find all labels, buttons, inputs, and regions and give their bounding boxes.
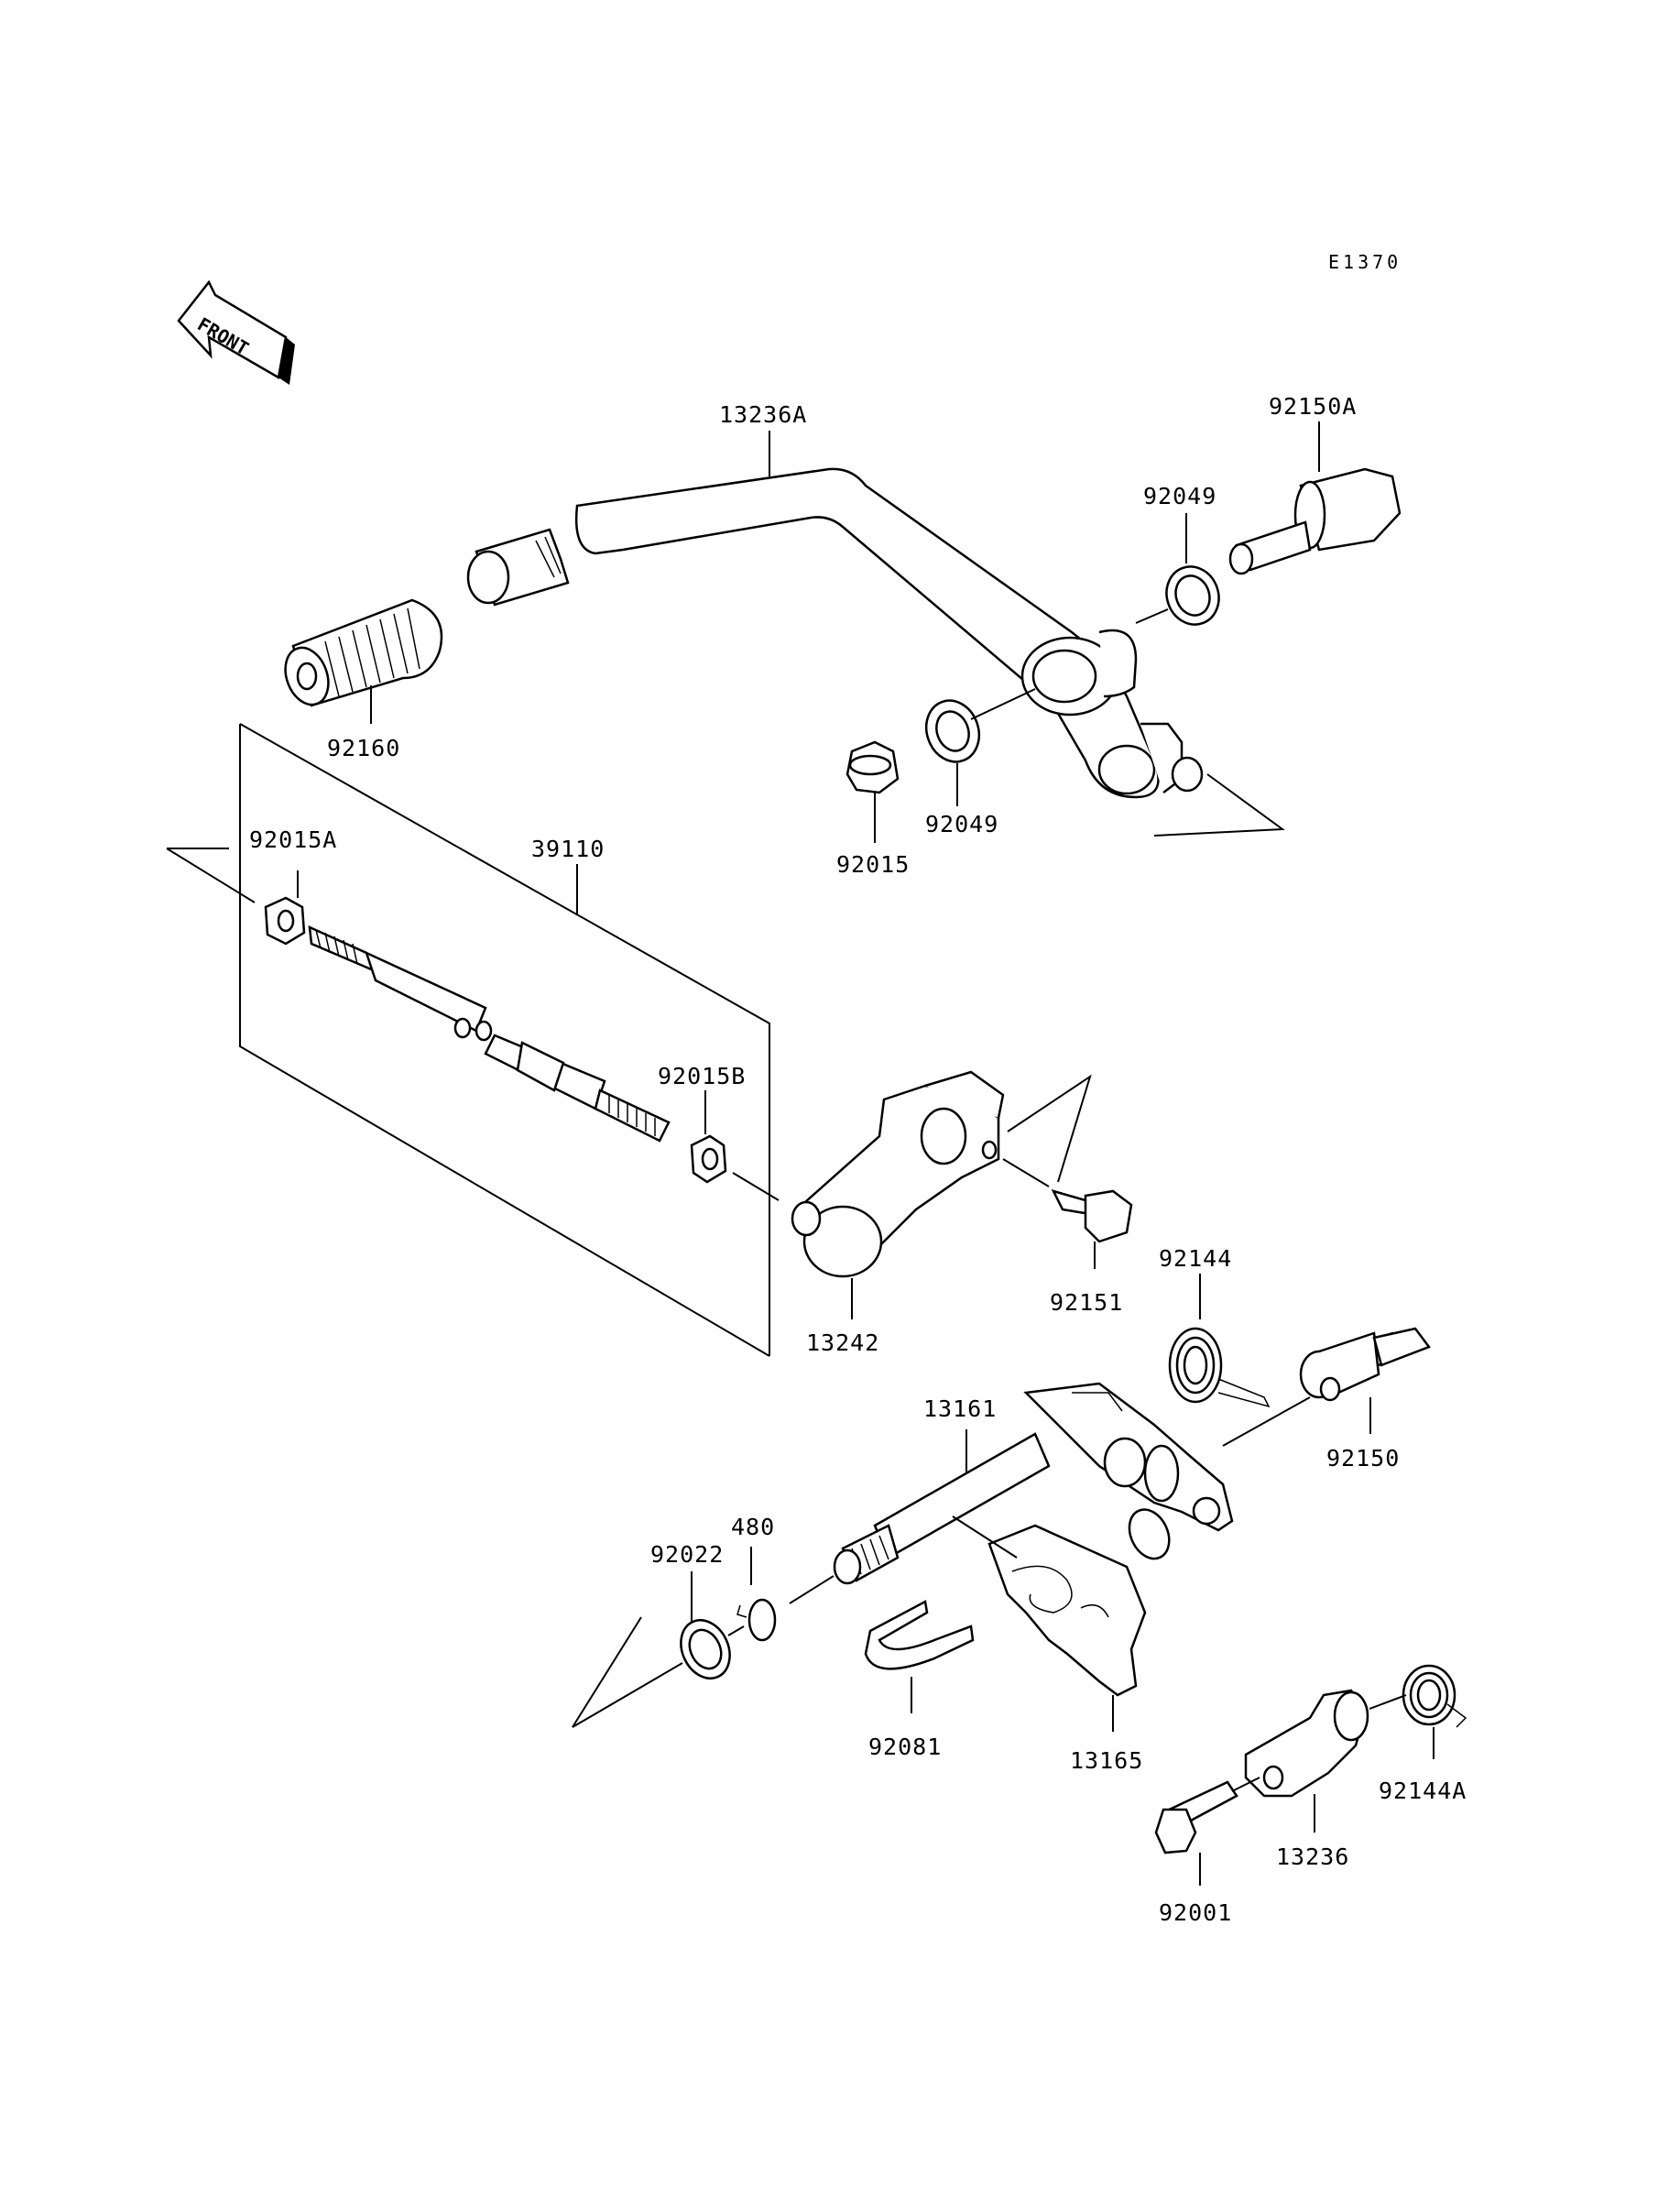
label-92015B: 92015B (658, 1063, 746, 1089)
label-92001: 92001 (1159, 1899, 1232, 1926)
bolt-92151 (1051, 1189, 1133, 1243)
plate-13165 (987, 1524, 1147, 1697)
label-13161: 13161 (923, 1395, 997, 1422)
washer-92049-upper (1165, 565, 1220, 626)
label-92160: 92160 (327, 735, 400, 761)
label-92015: 92015 (836, 851, 910, 878)
label-92049-lower: 92049 (925, 811, 998, 837)
front-arrow-icon: FRONT (177, 279, 295, 385)
label-13165: 13165 (1070, 1747, 1143, 1774)
label-92150A: 92150A (1269, 393, 1357, 420)
label-13236: 13236 (1276, 1843, 1349, 1870)
washer-92022 (680, 1619, 731, 1679)
shaft-13161 (833, 1382, 1234, 1585)
washer-92049-lower (924, 699, 981, 763)
rod-39110 (308, 924, 671, 1143)
lever-13242 (791, 1070, 1005, 1278)
label-92015A: 92015A (249, 826, 337, 853)
nut-92015A (264, 896, 306, 946)
nut-92015B (690, 1134, 727, 1184)
label-92144A: 92144A (1379, 1778, 1467, 1804)
label-39110: 39110 (531, 836, 605, 862)
lever-13236 (1244, 1689, 1369, 1798)
shift-pedal-13236A (466, 467, 1204, 799)
label-92150: 92150 (1326, 1445, 1400, 1471)
circlip-480 (736, 1508, 1171, 1642)
spring-92144A (1402, 1664, 1467, 1728)
diagram-code: E1370 (1328, 251, 1402, 273)
label-92081: 92081 (868, 1734, 942, 1760)
nut-92015 (845, 740, 900, 794)
label-480: 480 (731, 1514, 775, 1540)
stud-92150 (1299, 1327, 1431, 1402)
label-13242: 13242 (806, 1329, 879, 1356)
rubber-92160 (284, 598, 443, 707)
label-13236A: 13236A (719, 401, 807, 428)
label-92151: 92151 (1050, 1289, 1123, 1316)
bolt-92150A (1228, 467, 1402, 575)
label-92144: 92144 (1159, 1245, 1232, 1272)
clip-92081 (864, 1600, 975, 1670)
spring-92144 (1168, 1327, 1271, 1408)
label-92049-upper: 92049 (1143, 483, 1216, 509)
label-92022: 92022 (650, 1541, 724, 1568)
bolt-92001 (1154, 1780, 1238, 1854)
